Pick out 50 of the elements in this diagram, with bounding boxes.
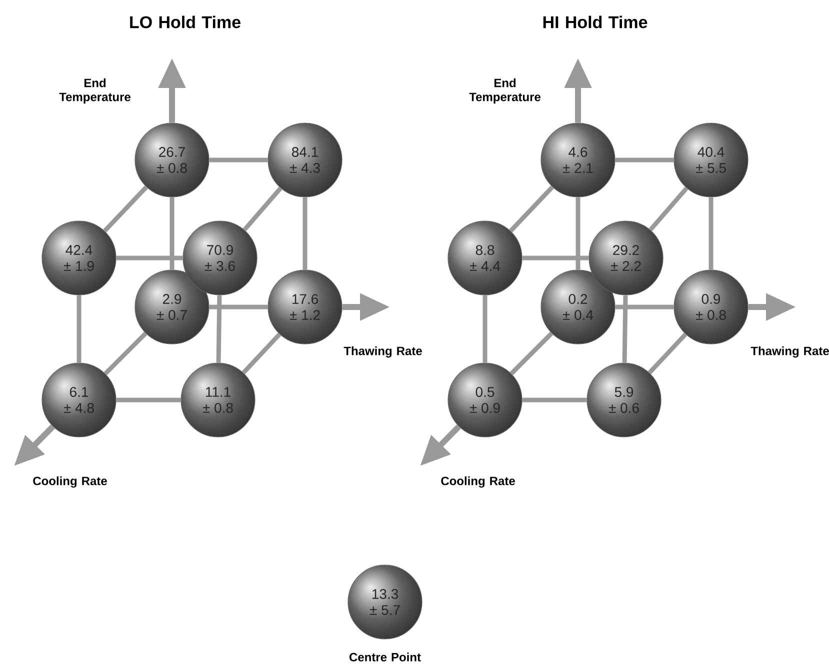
connector: [509, 186, 554, 232]
connector: [104, 332, 148, 376]
connector: [76, 295, 82, 363]
connector: [209, 304, 268, 310]
sphere: 0.2 ± 0.4: [540, 270, 616, 344]
connector: [242, 332, 282, 374]
connector: [522, 256, 589, 260]
connector: [116, 256, 183, 260]
sphere: 8.8 ± 4.4: [448, 220, 522, 296]
sphere: 6.1 ± 4.8: [42, 362, 116, 438]
sphere: 4.6 ± 2.1: [540, 122, 616, 198]
sphere: 0.5 ± 0.9: [448, 362, 522, 438]
connector: [708, 197, 714, 270]
sphere: 84.1 ± 4.3: [268, 122, 342, 198]
sphere: 13.3 ± 5.7: [348, 564, 422, 640]
sphere: 29.2 ± 2.2: [588, 220, 664, 296]
sphere: 26.7 ± 0.8: [134, 122, 210, 198]
connector: [302, 197, 308, 270]
axis-label: End Temperature: [469, 78, 540, 104]
axis-label: Cooling Rate: [33, 476, 107, 488]
connector: [615, 304, 674, 310]
sphere: 17.6 ± 1.2: [268, 270, 342, 344]
connector: [576, 197, 580, 270]
caption-text: Centre Point: [350, 652, 421, 662]
connector: [209, 158, 268, 162]
connector: [522, 398, 587, 402]
heading-text: LO Hold Time: [130, 16, 240, 28]
connector: [622, 295, 628, 363]
connector: [648, 332, 688, 374]
axis-label: Thawing Rate: [344, 346, 422, 358]
heading-text: HI Hold Time: [543, 16, 648, 28]
axis-label: Cooling Rate: [441, 476, 515, 488]
sphere: 70.9 ± 3.6: [182, 220, 258, 296]
connector: [103, 186, 148, 232]
connector: [216, 295, 222, 363]
sphere: 2.9 ± 0.7: [134, 270, 210, 344]
sphere: 42.4 ± 1.9: [42, 220, 116, 296]
connector: [482, 295, 488, 363]
connector: [510, 332, 554, 376]
connector: [170, 197, 174, 270]
sphere: 11.1 ± 0.8: [180, 362, 256, 438]
connector: [648, 186, 688, 232]
connector: [116, 398, 181, 402]
connector: [242, 186, 282, 232]
sphere: 0.9 ± 0.8: [674, 270, 748, 344]
axis-label: End Temperature: [59, 78, 130, 104]
sphere: 5.9 ± 0.6: [586, 362, 662, 438]
sphere: 40.4 ± 5.5: [674, 122, 748, 198]
axis-label: Thawing Rate: [750, 346, 829, 358]
connector: [615, 158, 674, 162]
